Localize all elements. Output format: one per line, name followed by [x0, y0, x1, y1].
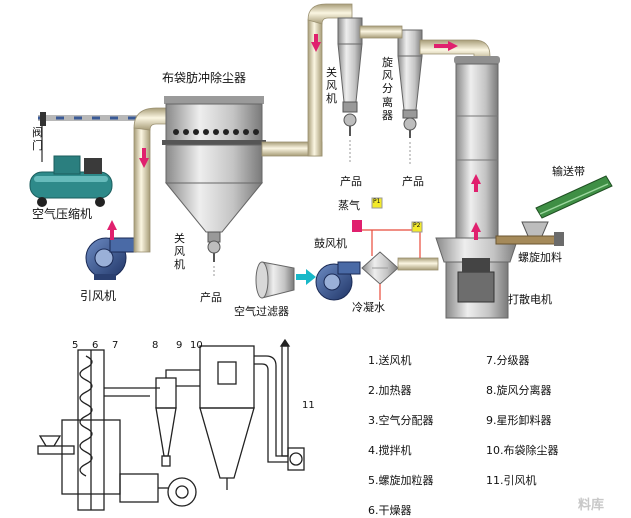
callout-6: 6 [92, 340, 99, 351]
legend-item-2: 2.加热器 [368, 384, 412, 397]
legend-item-6: 6.干燥器 [368, 504, 412, 517]
cyclone-left [337, 17, 363, 162]
legend-item-11: 11.引风机 [486, 474, 537, 487]
air-flow-arrow [296, 269, 316, 285]
valve-line [38, 112, 140, 162]
conveyor-belt [535, 175, 613, 219]
label-product-left: 产品 [200, 291, 222, 304]
label-air-filter: 空气过滤器 [234, 305, 289, 318]
flash-dryer-tower [435, 56, 519, 319]
label-disperser-motor: 打散电机 [508, 293, 552, 306]
pipe-fan-to-filter [133, 107, 167, 253]
callout-5: 5 [72, 340, 79, 351]
label-induced-fan: 引风机 [80, 289, 117, 303]
legend-item-8: 8.旋风分离器 [486, 384, 552, 397]
label-conveyor: 输送带 [552, 165, 585, 178]
flow-arrow-up-dryer-2 [471, 222, 481, 240]
label-screw-feeder: 螺旋加料 [518, 251, 562, 264]
screw-feeder [495, 221, 564, 246]
label-blower: 鼓风机 [314, 237, 347, 250]
legend-item-9: 9.星形卸料器 [486, 414, 552, 427]
bottom-line-diagram [37, 338, 305, 511]
label-product-right: 产品 [402, 175, 424, 188]
bag-filter [162, 96, 266, 276]
legend-item-7: 7.分级器 [486, 354, 530, 367]
label-airlock-left: 关风机 [174, 232, 185, 272]
tag-p2: P2 [413, 222, 421, 229]
air-filter [255, 261, 295, 299]
flow-arrow-down-mid [311, 34, 321, 52]
label-bag-filter: 布袋肪冲除尘器 [162, 71, 247, 85]
label-valve: 阀门 [32, 126, 43, 153]
callout-9: 9 [176, 340, 183, 351]
watermark: 料库 [578, 498, 605, 513]
flow-arrow-right-top [434, 41, 458, 51]
label-air-compressor: 空气压缩机 [32, 207, 93, 221]
callout-11: 11 [302, 400, 315, 411]
air-compressor [29, 155, 113, 207]
callout-10: 10 [190, 340, 203, 351]
legend-item-5: 5.螺旋加粒器 [368, 474, 434, 487]
label-airlock-top: 关风机 [326, 66, 337, 106]
flow-arrow-down-left [139, 148, 149, 168]
cyclone-right [397, 29, 423, 164]
blower [315, 261, 361, 301]
flow-arrow-up-fan [107, 220, 117, 240]
induced-fan [85, 237, 137, 280]
legend-item-10: 10.布袋除尘器 [486, 444, 559, 457]
label-steam: 蒸气 [338, 199, 360, 212]
pipe-filter-to-cyclone [261, 3, 353, 157]
label-cyclone: 旋风分离器 [382, 56, 393, 122]
legend-item-1: 1.送风机 [368, 354, 412, 367]
flow-arrow-up-dryer-1 [471, 174, 481, 192]
callout-7: 7 [112, 340, 119, 351]
legend-item-3: 3.空气分配器 [368, 414, 434, 427]
steam-heater [352, 197, 439, 300]
legend-item-4: 4.搅拌机 [368, 444, 412, 457]
tag-p1: P1 [373, 198, 381, 205]
label-condensate: 冷凝水 [352, 301, 385, 314]
top-process-diagram [29, 3, 613, 319]
callout-8: 8 [152, 340, 159, 351]
label-product-mid: 产品 [340, 175, 362, 188]
